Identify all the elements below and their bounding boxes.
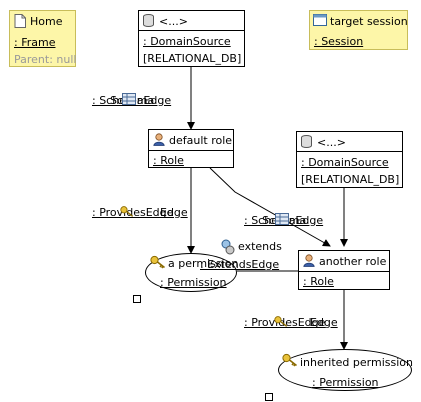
provides-edge-overlap-1: Edge xyxy=(160,206,188,219)
home-title: Home xyxy=(30,15,63,28)
target-session-title: target session xyxy=(330,15,408,28)
divider xyxy=(149,150,233,151)
another-role-node[interactable]: another role : Role xyxy=(298,250,390,290)
table-icon xyxy=(275,213,289,228)
provides-edge-label-1: : ProvidesEdge xyxy=(92,206,174,219)
default-role-type: : Role xyxy=(153,154,184,167)
domain-source-top-title: <...> xyxy=(159,15,188,28)
key-icon xyxy=(150,255,166,272)
extends-label: extends xyxy=(238,240,282,253)
home-type: : Frame xyxy=(14,36,56,49)
key-icon xyxy=(120,205,134,221)
domain-source-right-type: : DomainSource xyxy=(301,156,389,169)
domain-source-node-right[interactable]: <...> : DomainSource [RELATIONAL_DB] xyxy=(296,131,403,188)
home-note[interactable]: Home : Frame Parent: null xyxy=(9,10,76,67)
domain-source-right-value: [RELATIONAL_DB] xyxy=(301,173,400,186)
home-parent: Parent: null xyxy=(14,53,77,66)
provides-edge-overlap-2: Edge xyxy=(310,316,338,329)
key-icon xyxy=(282,353,298,370)
inherited-permission-type: : Permission xyxy=(312,376,379,389)
provides-edge-label-2: : ProvidesEdge xyxy=(244,316,326,329)
expand-marker-icon[interactable] xyxy=(265,393,273,401)
a-permission-type: : Permission xyxy=(160,276,227,289)
extends-edge-label: : ExtendsEdge xyxy=(200,258,280,271)
divider xyxy=(297,151,402,152)
user-icon xyxy=(303,254,315,270)
inherited-permission-title: inherited permission xyxy=(300,356,413,369)
default-role-node[interactable]: default role : Role xyxy=(148,129,234,168)
default-role-title: default role xyxy=(169,134,233,147)
another-role-title: another role xyxy=(319,255,387,268)
table-icon xyxy=(122,93,136,108)
divider xyxy=(139,30,244,31)
domain-source-top-type: : DomainSource xyxy=(143,35,231,48)
user-icon xyxy=(153,133,165,149)
a-permission-title: a permission xyxy=(168,257,239,270)
extends-icon xyxy=(220,239,236,258)
inherited-permission-node[interactable] xyxy=(278,349,412,391)
domain-source-right-title: <...> xyxy=(317,136,346,149)
database-icon xyxy=(301,135,312,151)
domain-source-node-top[interactable]: <...> : DomainSource [RELATIONAL_DB] xyxy=(138,10,245,67)
another-role-type: : Role xyxy=(303,275,334,288)
window-icon xyxy=(313,14,327,29)
schema-edge-line-2 xyxy=(209,167,331,247)
key-icon xyxy=(274,315,288,331)
database-icon xyxy=(143,14,154,30)
expand-marker-icon[interactable] xyxy=(133,295,141,303)
domain-source-top-value: [RELATIONAL_DB] xyxy=(143,52,242,65)
a-permission-node[interactable] xyxy=(145,253,237,292)
divider xyxy=(299,271,389,272)
target-session-note[interactable]: target session : Session xyxy=(309,10,408,50)
document-icon xyxy=(14,14,26,31)
target-session-type: : Session xyxy=(314,35,364,48)
